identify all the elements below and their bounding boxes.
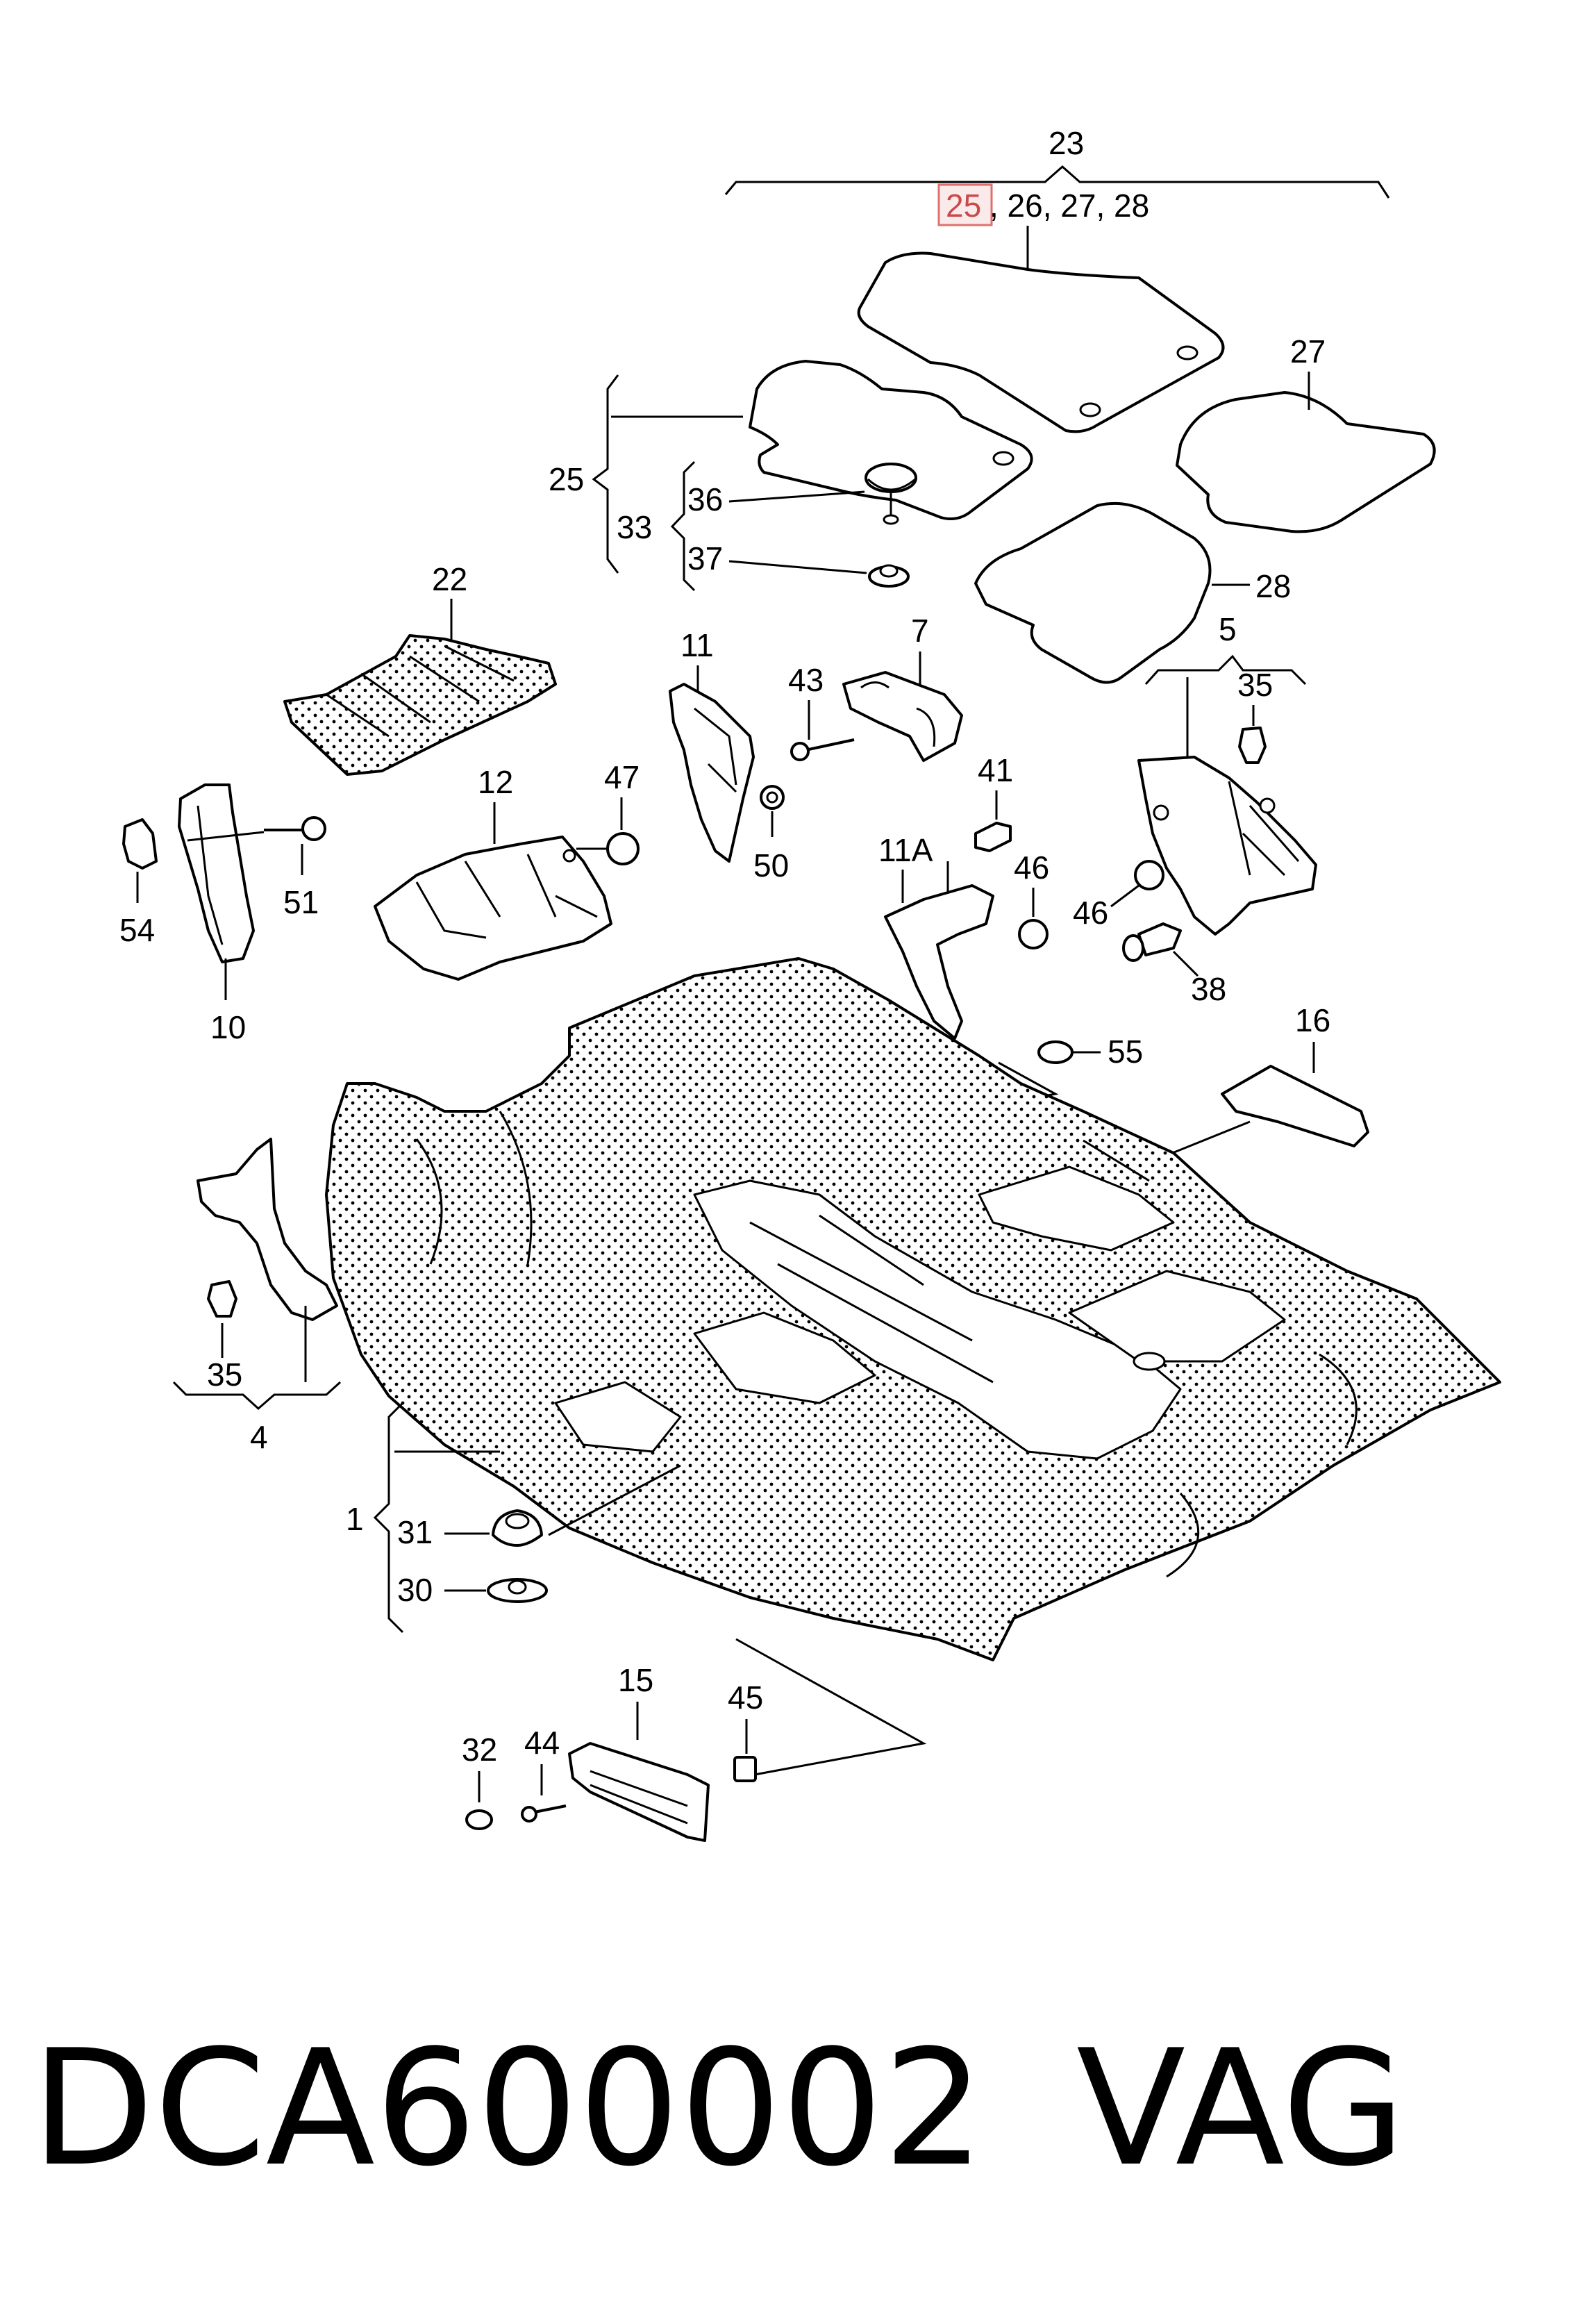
label-47: 47 [604, 759, 640, 795]
bracket-33 [670, 460, 696, 592]
part-46-clip-right [1134, 860, 1164, 890]
label-46-right: 46 [1073, 895, 1108, 931]
part-47-clip [606, 832, 640, 865]
part-7-bracket: 7 43 [788, 613, 963, 762]
label-11: 11 [680, 627, 714, 663]
part-35-clip-top [1238, 727, 1267, 764]
label-23: 23 [1049, 125, 1084, 161]
label-32: 32 [462, 1732, 497, 1768]
label-46-mid: 46 [1014, 849, 1049, 886]
part-11-trim: 11 50 [669, 627, 789, 883]
part-54-clip [122, 818, 158, 870]
part-32-bulb [465, 1809, 493, 1830]
label-50: 50 [753, 847, 789, 883]
label-38: 38 [1191, 971, 1226, 1007]
label-41: 41 [978, 752, 1013, 788]
label-54: 54 [119, 912, 155, 948]
part-16-cover [1221, 1065, 1369, 1147]
label-25-highlighted: 25 [946, 188, 981, 224]
label-33: 33 [617, 509, 652, 545]
part-11a-trim: 41 11A 46 [878, 752, 1049, 1040]
label-45: 45 [728, 1679, 763, 1716]
label-44: 44 [524, 1725, 560, 1761]
label-4: 4 [250, 1419, 268, 1455]
label-1: 1 [346, 1501, 364, 1537]
label-51: 51 [283, 884, 319, 920]
label-37: 37 [687, 540, 723, 576]
mat-27 [1176, 391, 1436, 533]
mat-rear-bench [857, 251, 1225, 433]
part-4-pillar-trim: 35 4 [172, 1138, 342, 1455]
label-7: 7 [911, 613, 929, 649]
label-35-left: 35 [207, 1356, 242, 1393]
label-10: 10 [210, 1009, 246, 1045]
label-36: 36 [687, 481, 723, 517]
label-12: 12 [478, 764, 513, 800]
label-28: 28 [1255, 568, 1291, 604]
label-55: 55 [1108, 1034, 1143, 1070]
bracket-23 [724, 165, 1390, 199]
label-16: 16 [1295, 1002, 1330, 1038]
part-22-insulation: 22 [283, 561, 557, 776]
caption-part-number: DCA600002 [31, 2016, 985, 2202]
part-35-clip-left [207, 1280, 237, 1318]
mat-25-driver [749, 360, 1033, 520]
part-38-fastener [1137, 922, 1182, 956]
label-35-top: 35 [1237, 667, 1273, 703]
part-5-pillar-trim: 5 35 46 38 [1073, 611, 1317, 1007]
label-30: 30 [397, 1572, 433, 1608]
label-5: 5 [1219, 611, 1237, 647]
part-41-clip [974, 822, 1012, 852]
label-43: 43 [788, 662, 824, 698]
part-12-insulation: 12 47 [374, 759, 640, 981]
caption-brand: VAG [1076, 2016, 1405, 2202]
label-31: 31 [397, 1514, 433, 1550]
label-26-27-28: , 26, 27, 28 [989, 188, 1149, 224]
label-25: 25 [549, 461, 584, 497]
part-55-plug [1037, 1040, 1074, 1064]
label-27: 27 [1290, 333, 1326, 370]
label-11a: 11A [878, 832, 933, 868]
bracket-25 [592, 374, 619, 574]
part-15-sill: 15 45 44 32 [462, 1638, 927, 1842]
part-43-screw [805, 738, 855, 752]
part-46-clip-mid [1018, 919, 1049, 949]
highlight-box-25 [937, 183, 993, 226]
part-1-floor-carpet: 1 31 30 [325, 957, 1501, 1661]
bracket-5 [1144, 654, 1307, 686]
part-45-clip [733, 1756, 757, 1782]
label-22: 22 [432, 561, 467, 597]
floor-mat-set: 23 25 , 26, 27, 28 27 25 33 36 37 [549, 125, 1436, 684]
mat-28 [974, 501, 1212, 684]
bracket-4 [172, 1381, 342, 1411]
part-10-trim: 10 51 54 [119, 783, 326, 1045]
label-15: 15 [618, 1662, 653, 1698]
bracket-1 [373, 1402, 404, 1634]
